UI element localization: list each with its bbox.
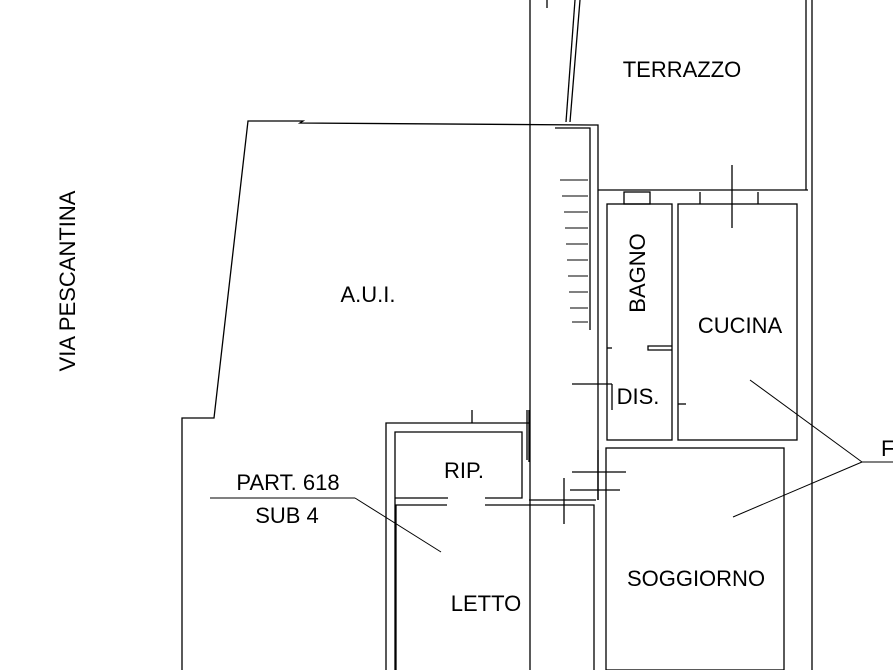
letto-walls <box>395 478 596 670</box>
rip-walls <box>385 410 530 670</box>
cucina-walls <box>677 165 798 441</box>
dis-walls <box>572 383 613 410</box>
bagno-walls <box>606 191 673 441</box>
soggiorno-walls <box>570 447 785 670</box>
parcel-sub-label: SUB 4 <box>255 503 319 528</box>
room-label-cucina: CUCINA <box>698 313 783 338</box>
room-label-letto: LETTO <box>451 591 522 616</box>
street-label: VIA PESCANTINA <box>55 190 80 371</box>
central-corridor-walls <box>528 0 548 670</box>
room-label-soggiorno: SOGGIORNO <box>627 566 765 591</box>
staircase <box>555 124 599 500</box>
room-label-aui: A.U.I. <box>340 282 395 307</box>
callout-letter: F <box>881 436 893 461</box>
terrazzo-outline <box>565 0 813 670</box>
room-label-bagno: BAGNO <box>625 233 650 312</box>
room-label-dis: DIS. <box>617 384 660 409</box>
leader-lines <box>210 379 893 553</box>
room-label-rip: RIP. <box>444 458 484 483</box>
aui-outline <box>181 120 591 670</box>
room-label-terrazzo: TERRAZZO <box>623 57 742 82</box>
parcel-part-label: PART. 618 <box>236 470 339 495</box>
